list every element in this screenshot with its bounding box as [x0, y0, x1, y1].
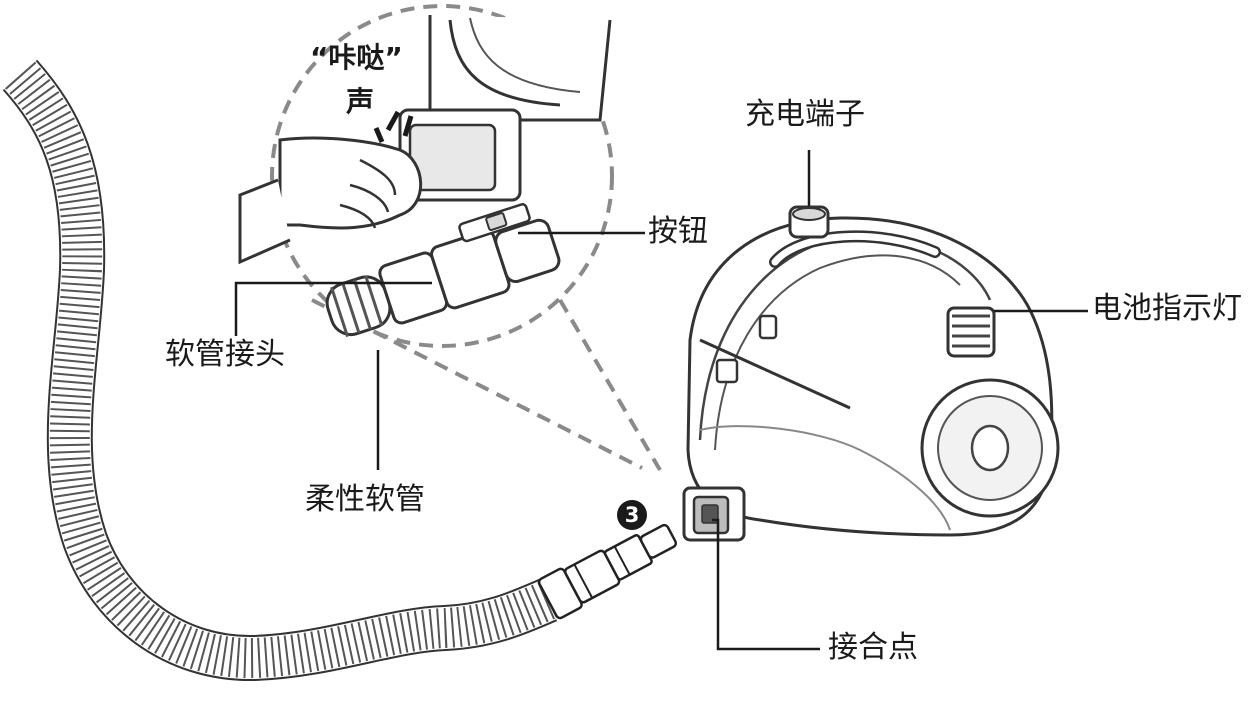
click-sound-label-line2: 声 — [346, 85, 375, 118]
magnified-detail — [238, 4, 662, 472]
button-label: 按钮 — [648, 214, 708, 249]
step-number-badge: 3 — [617, 500, 647, 530]
click-sound-label-line1: “咔哒” — [310, 41, 403, 74]
charging-terminal-label: 充电端子 — [745, 97, 865, 132]
hose-connector-label: 软管接头 — [165, 337, 285, 372]
leader-connection-point — [712, 518, 820, 651]
leader-hose-connector — [234, 281, 432, 336]
connection-point-label: 接合点 — [828, 630, 918, 665]
vacuum-body-illustration — [682, 205, 1060, 542]
flexible-hose-label: 柔性软管 — [305, 482, 425, 517]
battery-indicator-label: 电池指示灯 — [1092, 291, 1242, 326]
flexible-hose-illustration — [2, 59, 678, 682]
leader-lines — [234, 150, 1088, 651]
